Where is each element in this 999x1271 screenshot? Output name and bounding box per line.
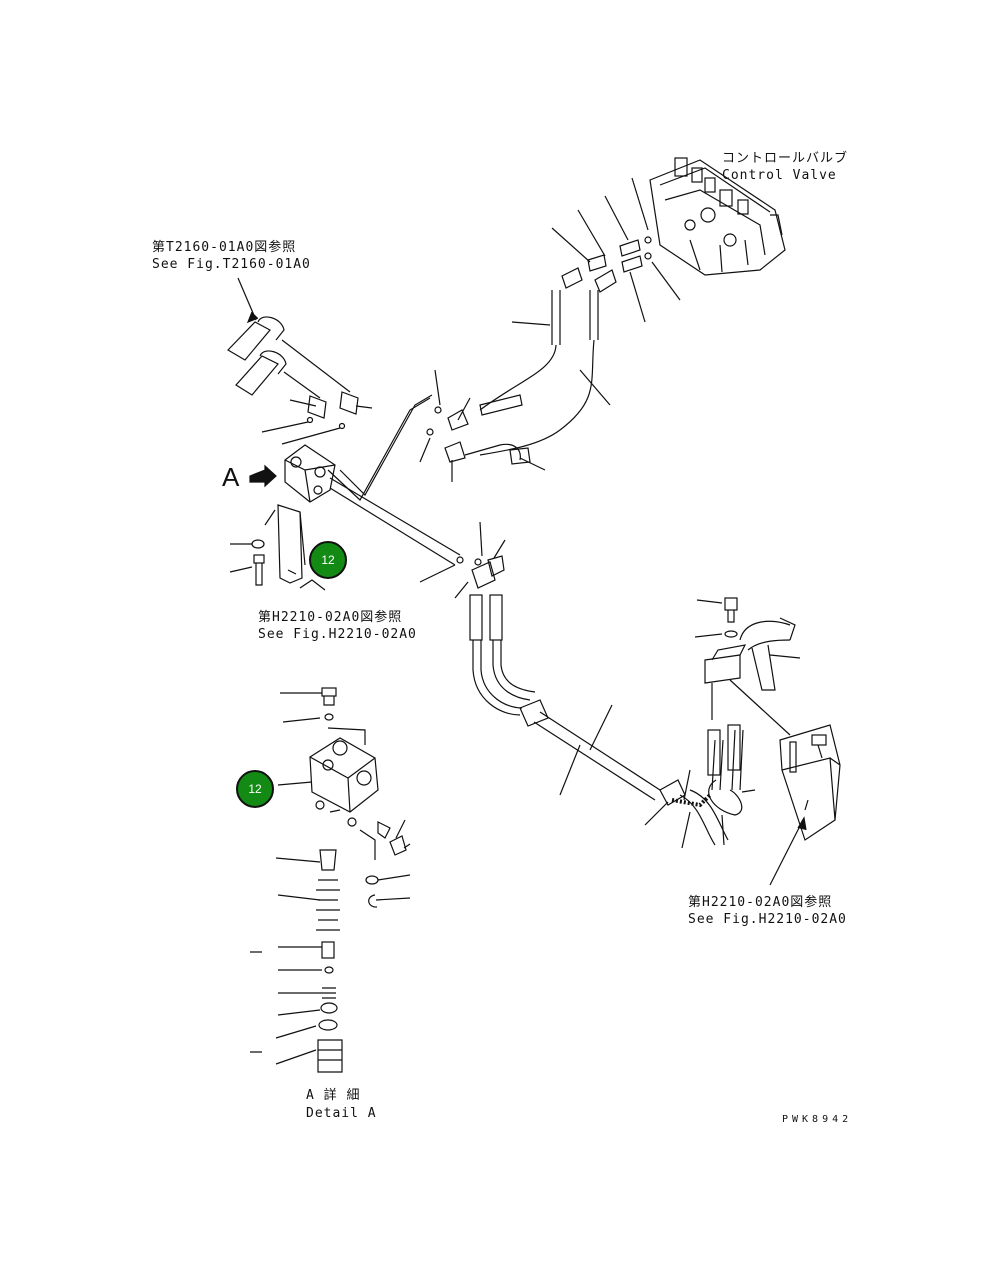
ref-t2160-label-jp: 第T2160-01A0図参照 — [152, 240, 297, 255]
ref-t2160-label-en: See Fig.T2160-01A0 — [152, 257, 311, 272]
control-valve-shape — [649, 157, 786, 276]
ref-h2210-left-label-en: See Fig.H2210-02A0 — [258, 627, 417, 642]
view-a-marker: A — [222, 462, 240, 492]
drawing-code: PWK8942 — [782, 1114, 853, 1125]
detail-a-label-jp: A 詳 細 — [306, 1088, 361, 1103]
control-valve-label-jp: コントロールバルブ — [722, 151, 849, 166]
control-valve-label-en: Control Valve — [722, 168, 837, 183]
ref-h2210-left-label-jp: 第H2210-02A0図参照 — [258, 610, 403, 625]
ref-h2210-right-label-en: See Fig.H2210-02A0 — [688, 912, 847, 927]
ref-h2210-right-label-jp: 第H2210-02A0図参照 — [688, 895, 833, 910]
callout-12-upper[interactable]: 12 — [309, 541, 347, 579]
detail-a-label-en: Detail A — [306, 1106, 377, 1121]
callout-12-detail[interactable]: 12 — [236, 770, 274, 808]
